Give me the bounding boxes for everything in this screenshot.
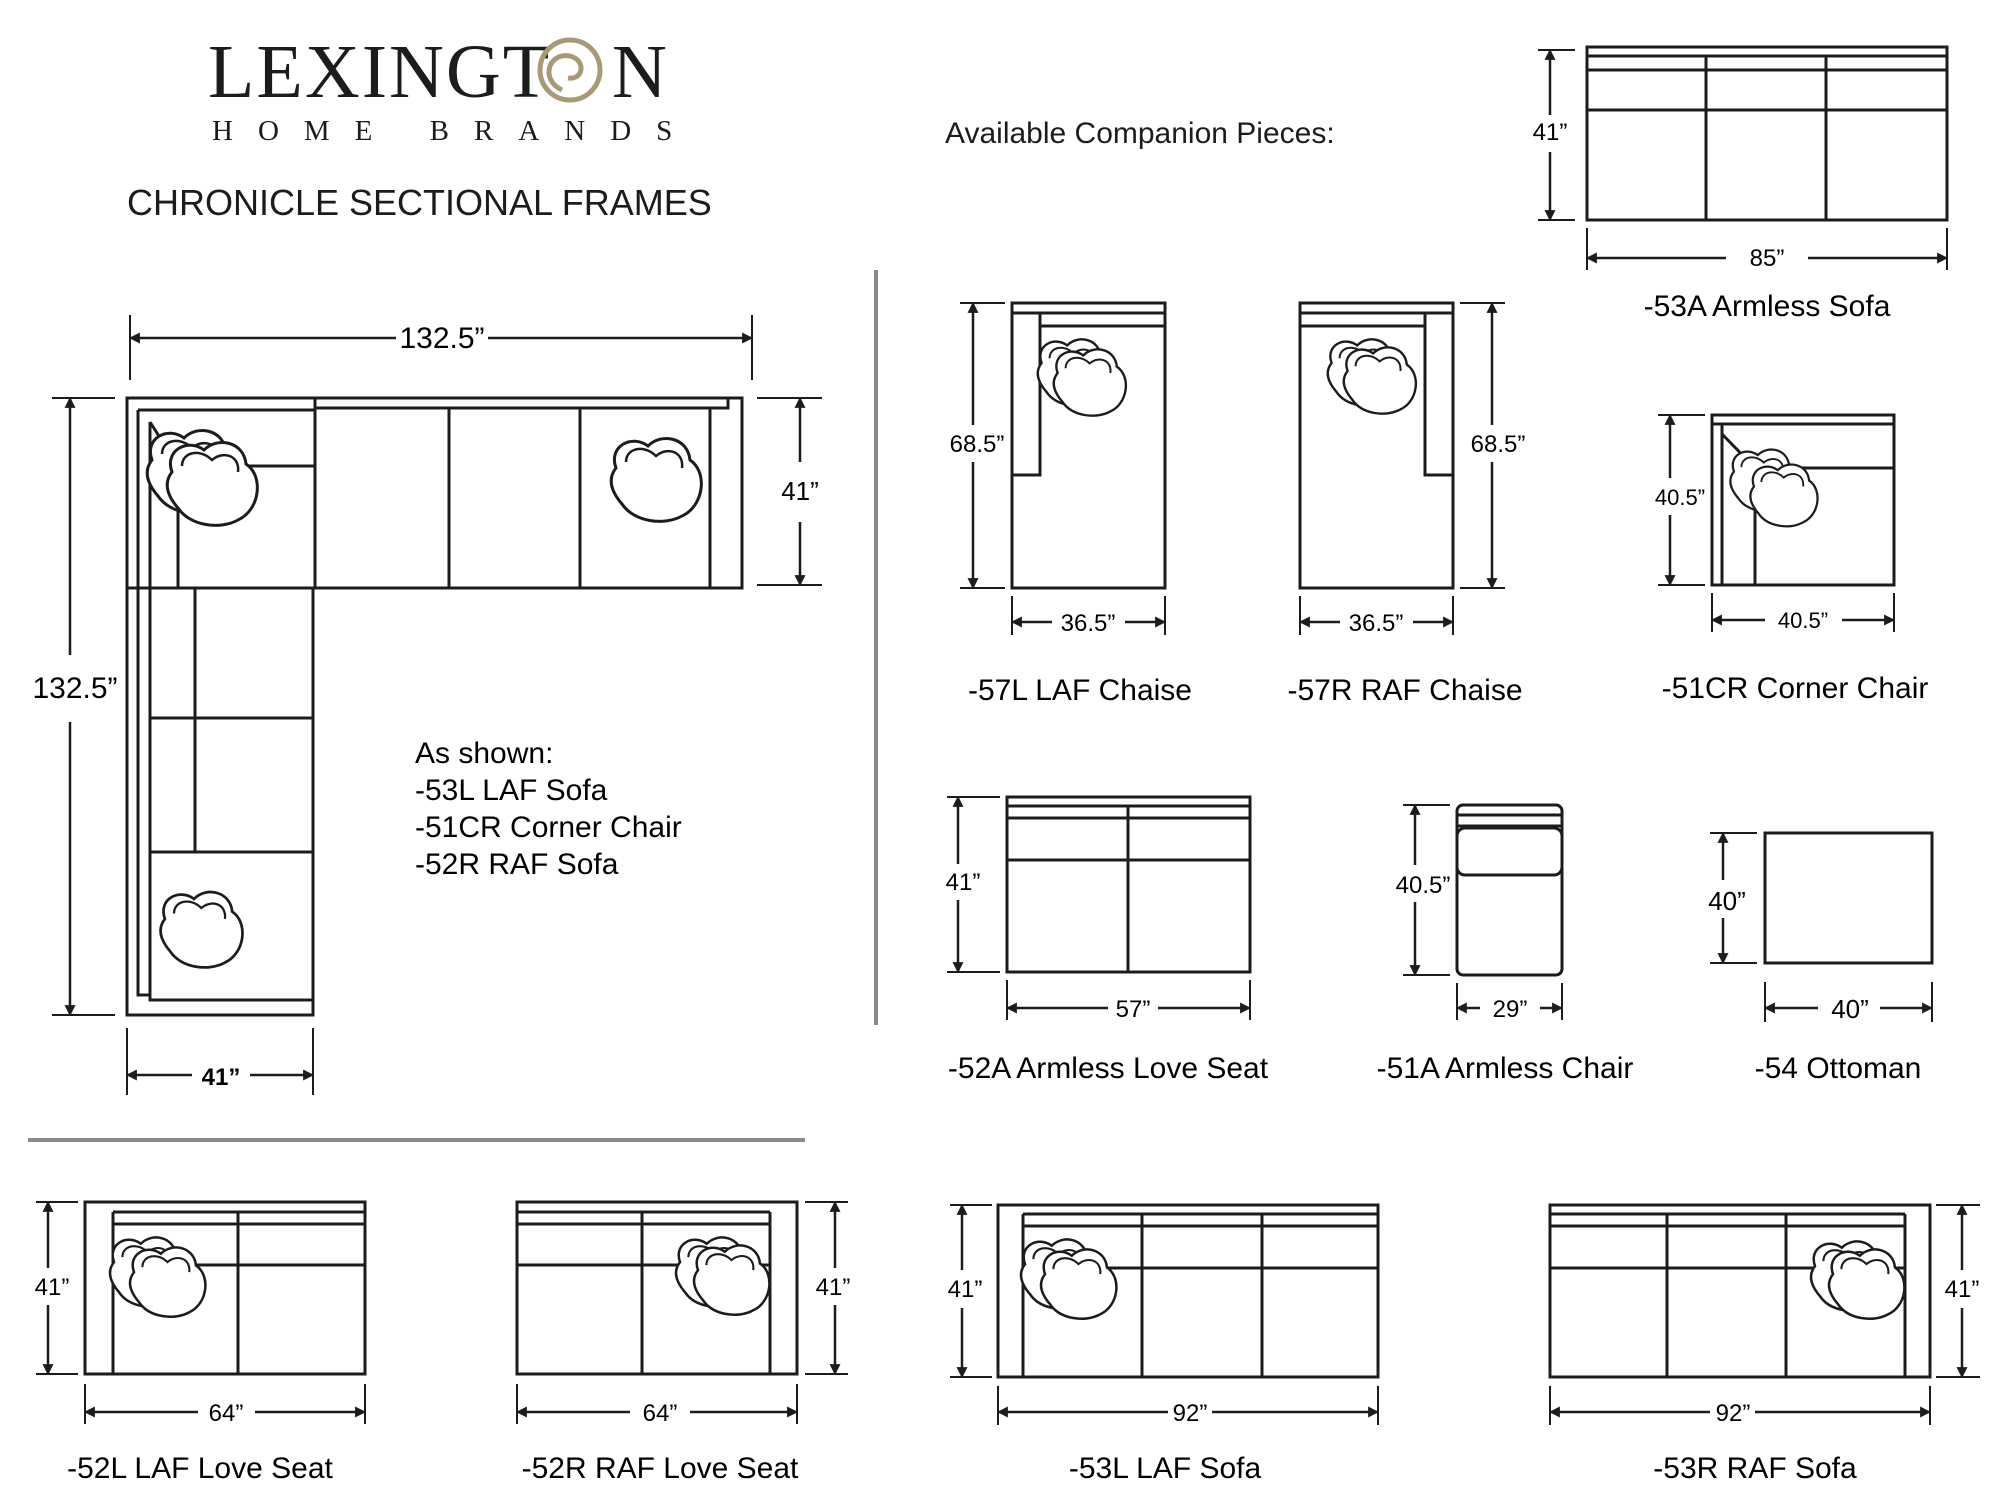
height-label: 68.5” bbox=[1471, 431, 1526, 458]
piece-name: -53A Armless Sofa bbox=[1644, 290, 1891, 323]
piece-51cr-corner-chair: 40.5” 40.5” -51CR Corner Chair bbox=[1655, 413, 1929, 705]
logo-subtitle: HOME BRANDS bbox=[212, 115, 697, 147]
logo-swirl-icon bbox=[537, 37, 603, 103]
piece-53r-raf-sofa: 41” 92” -53R RAF Sofa bbox=[1548, 1203, 1980, 1485]
pillow-icon bbox=[1342, 346, 1418, 415]
piece-52a-armless-love-seat: 41” 57” -52A Armless Love Seat bbox=[946, 795, 1269, 1085]
piece-53l-laf-sofa: 41” 92” -53L LAF Sofa bbox=[948, 1203, 1380, 1485]
height-label: 41” bbox=[816, 1274, 851, 1301]
pillow-icon bbox=[1039, 1248, 1118, 1321]
piece-name: -51CR Corner Chair bbox=[1662, 672, 1929, 705]
width-label: 92” bbox=[1716, 1400, 1751, 1427]
sofa-depth-label: 41” bbox=[781, 476, 819, 506]
main-depth-label: 132.5” bbox=[32, 672, 117, 705]
as-shown-item: -53L LAF Sofa bbox=[415, 774, 608, 807]
piece-53a-armless-sofa: 41” 85” -53A Armless Sofa bbox=[1533, 45, 1949, 323]
pillow-icon bbox=[692, 1244, 771, 1317]
as-shown-list: As shown: -53L LAF Sofa -51CR Corner Cha… bbox=[415, 737, 682, 881]
height-label: 40.5” bbox=[1396, 872, 1451, 899]
arm-depth-label: 41” bbox=[202, 1064, 241, 1091]
width-label: 64” bbox=[643, 1400, 678, 1427]
piece-name: -52A Armless Love Seat bbox=[948, 1052, 1269, 1085]
height-label: 41” bbox=[948, 1276, 983, 1303]
width-label: 85” bbox=[1750, 245, 1785, 272]
height-label: 41” bbox=[1533, 119, 1568, 146]
height-label: 40” bbox=[1708, 886, 1746, 916]
width-label: 36.5” bbox=[1349, 610, 1404, 637]
piece-52l-laf-love-seat: 41” 64” -52L LAF Love Seat bbox=[35, 1200, 367, 1485]
piece-name: -57L LAF Chaise bbox=[968, 674, 1192, 707]
as-shown-item: -52R RAF Sofa bbox=[415, 848, 619, 881]
companion-heading: Available Companion Pieces: bbox=[945, 117, 1335, 150]
brand-logo: LEXINGT N HOME BRANDS bbox=[208, 30, 697, 147]
pillow-icon bbox=[1827, 1248, 1906, 1321]
height-label: 41” bbox=[946, 869, 981, 896]
width-label: 40” bbox=[1831, 994, 1869, 1024]
main-width-dimension: 132.5” bbox=[128, 315, 754, 380]
as-shown-heading: As shown: bbox=[415, 737, 553, 770]
width-label: 64” bbox=[209, 1400, 244, 1427]
piece-name: -51A Armless Chair bbox=[1377, 1052, 1634, 1085]
page-title: CHRONICLE SECTIONAL FRAMES bbox=[127, 182, 712, 223]
pillow-icon bbox=[165, 440, 259, 527]
as-shown-item: -51CR Corner Chair bbox=[415, 811, 682, 844]
height-label: 41” bbox=[35, 1274, 70, 1301]
logo-wordmark-left: LEXINGT bbox=[208, 30, 551, 114]
piece-57r-raf-chaise: 68.5” 36.5” -57R RAF Chaise bbox=[1287, 301, 1526, 707]
width-label: 29” bbox=[1493, 996, 1528, 1023]
pillow-icon bbox=[1749, 463, 1819, 528]
logo-wordmark-right: N bbox=[612, 30, 667, 114]
piece-57l-laf-chaise: 68.5” 36.5” -57L LAF Chaise bbox=[950, 301, 1192, 707]
height-label: 68.5” bbox=[950, 431, 1005, 458]
piece-54-ottoman: 40” 40” -54 Ottoman bbox=[1708, 831, 1934, 1085]
arm-depth-dimension: 41” bbox=[125, 1028, 315, 1095]
main-depth-dimension: 132.5” bbox=[32, 396, 118, 1017]
piece-51a-armless-chair: 40.5” 29” -51A Armless Chair bbox=[1377, 803, 1634, 1085]
height-label: 40.5” bbox=[1655, 485, 1705, 510]
width-label: 40.5” bbox=[1778, 608, 1828, 633]
piece-name: -52L LAF Love Seat bbox=[67, 1452, 333, 1485]
pillow-icon bbox=[609, 436, 703, 523]
piece-52r-raf-love-seat: 41” 64” -52R RAF Love Seat bbox=[515, 1200, 851, 1485]
pillow-icon bbox=[128, 1246, 207, 1319]
sofa-depth-dimension: 41” bbox=[757, 396, 822, 587]
width-label: 36.5” bbox=[1061, 610, 1116, 637]
piece-name: -54 Ottoman bbox=[1755, 1052, 1922, 1085]
pillow-icon bbox=[159, 890, 244, 969]
width-label: 92” bbox=[1173, 1400, 1208, 1427]
piece-name: -57R RAF Chaise bbox=[1287, 674, 1522, 707]
piece-name: -53R RAF Sofa bbox=[1653, 1452, 1857, 1485]
height-label: 41” bbox=[1945, 1276, 1980, 1303]
piece-name: -52R RAF Love Seat bbox=[522, 1452, 799, 1485]
piece-name: -53L LAF Sofa bbox=[1069, 1452, 1262, 1485]
width-label: 57” bbox=[1116, 996, 1151, 1023]
main-width-label: 132.5” bbox=[399, 322, 484, 355]
pillow-icon bbox=[1052, 348, 1128, 417]
